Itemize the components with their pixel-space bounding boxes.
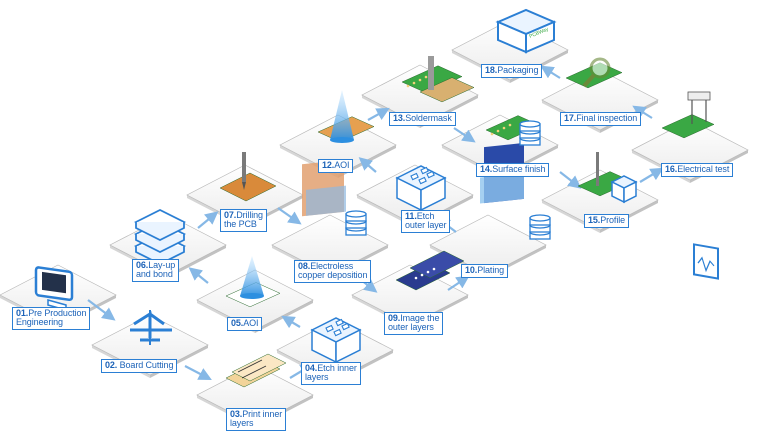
step-02-label: 02. Board Cutting (101, 359, 178, 373)
step-17-label: 17.Final inspection (560, 112, 642, 126)
step-10-label: 10.Plating (461, 264, 509, 278)
step-text: Soldermask (405, 113, 452, 123)
step-number: 12. (322, 160, 335, 170)
step-number: 02. (105, 360, 118, 370)
step-14-label: 14.Surface finish (476, 163, 550, 177)
step-text-line2: layers (305, 372, 329, 382)
step-15-label: 15.Profile (584, 214, 630, 228)
copper-deposition-icon (302, 159, 367, 236)
step-number: 11. (405, 211, 417, 221)
step-07-label: 07.Drilling the PCB (220, 209, 267, 232)
step-number: 17. (564, 113, 577, 123)
step-text-line2: the PCB (224, 219, 257, 229)
electrical-test-icon (661, 91, 719, 280)
step-text: Electrical test (677, 164, 730, 174)
flow-arrow (197, 211, 219, 229)
aoi-light-icon (317, 90, 375, 143)
step-11-label: 11.Etch outer layer (401, 210, 451, 233)
step-text: Surface finish (492, 164, 546, 174)
step-text: Plating (477, 265, 505, 275)
step-03-label: 03.Print inner layers (226, 408, 287, 431)
step-text-line2: Engineering (16, 317, 63, 327)
layer-stack-icon (133, 208, 187, 266)
flow-arrow (453, 127, 476, 143)
step-text-line2: layers (230, 418, 254, 428)
flow-arrow (447, 275, 470, 291)
step-number: 04. (305, 363, 318, 373)
step-12-label: 12.AOI (318, 159, 354, 173)
step-text-line2: outer layers (388, 322, 434, 332)
step-text: Final inspection (576, 113, 638, 123)
flow-arrow (358, 157, 377, 173)
drill-icon (219, 152, 277, 202)
aoi-light-icon (225, 256, 281, 308)
soldermask-icon (401, 56, 475, 103)
step-text: Drilling (236, 210, 263, 220)
step-text-line2: and bond (136, 269, 173, 279)
profile-router-icon (577, 152, 638, 204)
flow-arrow (540, 65, 561, 79)
step-06-label: 06.Lay-up and bond (132, 259, 180, 282)
flow-arrow (559, 171, 582, 189)
step-18-label: 18.Packaging (481, 64, 543, 78)
board-cutting-icon (130, 310, 172, 345)
outer-layer-image-icon (395, 250, 465, 291)
monitor-icon (34, 266, 74, 311)
step-text-line2: outer layer (405, 220, 447, 230)
flow-arrow (632, 105, 653, 119)
step-04-label: 04.Etch inner layers (301, 362, 361, 385)
step-number: 01. (16, 308, 29, 318)
step-number: 15. (588, 215, 601, 225)
surface-finish-icon (485, 115, 541, 146)
flow-arrow (188, 267, 209, 284)
step-05-label: 05.AOI (227, 317, 263, 331)
flow-arrow (281, 315, 301, 329)
step-13-label: 13.Soldermask (389, 112, 456, 126)
step-number: 18. (485, 65, 498, 75)
step-text: Electroless (310, 261, 354, 271)
step-text: Etch (416, 211, 435, 221)
package-box-icon: PCBWay (495, 8, 557, 54)
step-number: 06. (136, 260, 149, 270)
step-number: 05. (231, 318, 244, 328)
step-number: 16. (665, 164, 678, 174)
flow-arrow (184, 365, 212, 381)
step-text: Image the (400, 313, 440, 323)
step-number: 10. (465, 265, 478, 275)
step-09-label: 09.Image the outer layers (384, 312, 444, 335)
step-01-label: 01.Pre Production Engineering (12, 307, 91, 330)
step-text: Board Cutting (117, 360, 174, 370)
step-text: Pre Production (28, 308, 87, 318)
flow-arrow (277, 207, 302, 225)
inner-layer-print-icon (225, 353, 287, 388)
magnifier-icon (565, 57, 623, 89)
step-text: Etch inner (317, 363, 357, 373)
step-number: 08. (298, 261, 311, 271)
flow-arrow (639, 167, 664, 183)
step-number: 07. (224, 210, 237, 220)
step-08-label: 08.Electroless copper deposition (294, 260, 372, 283)
step-text: Lay-up (148, 260, 176, 270)
flow-arrow (87, 299, 116, 321)
step-number: 14. (480, 164, 493, 174)
flow-arrow (367, 107, 390, 121)
etch-tank-icon (310, 317, 362, 364)
step-text: Profile (600, 215, 626, 225)
step-text: Print inner (242, 409, 283, 419)
step-number: 03. (230, 409, 243, 419)
step-text: Packaging (497, 65, 539, 75)
etch-tank-icon (395, 165, 447, 212)
step-text: AOI (334, 160, 350, 170)
step-text: AOI (243, 318, 259, 328)
step-number: 09. (388, 313, 401, 323)
step-16-label: 16.Electrical test (661, 163, 734, 177)
step-number: 13. (393, 113, 406, 123)
step-text-line2: copper deposition (298, 270, 368, 280)
